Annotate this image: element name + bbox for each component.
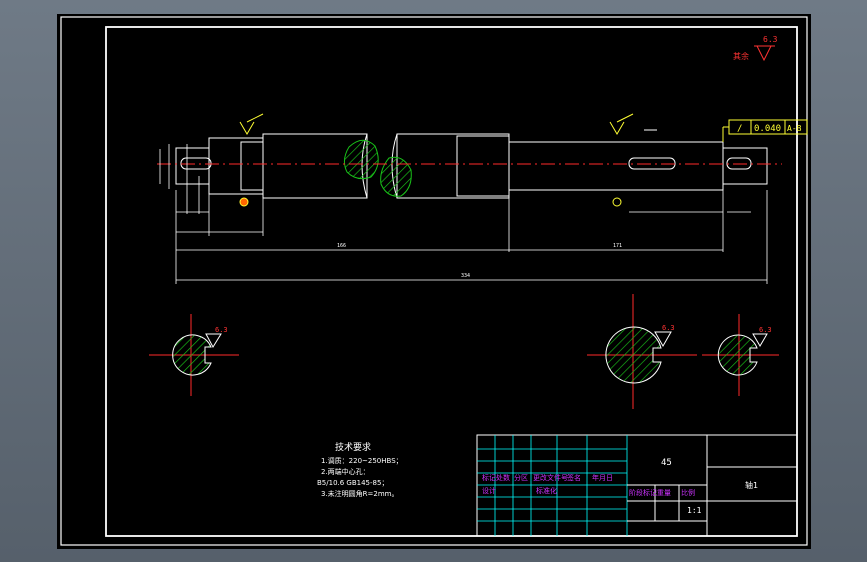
title-block: 标记 处数 分区 更改文件号 签名 年月日 设计 标准化 阶段标记 重量 比例 … xyxy=(476,434,798,537)
datum-a-icon xyxy=(239,197,249,207)
shaft-main-view xyxy=(175,133,768,199)
break-section-right xyxy=(380,156,412,197)
roughness-global-label: 其余 xyxy=(733,51,749,61)
section-left-roughness: 6.3 xyxy=(215,326,228,334)
tolerance-datum: A-B xyxy=(787,124,802,133)
roughness-global-value: 6.3 xyxy=(763,35,778,44)
tolerance-symbol: / xyxy=(737,124,742,134)
right-journal xyxy=(722,147,768,185)
note-line-4: 3.未注明圆角R=2mm。 xyxy=(321,489,399,498)
horizontal-dimensions xyxy=(175,190,768,284)
dim-overall: 334 xyxy=(461,273,470,279)
tolerance-value: 0.040 xyxy=(754,124,781,134)
section-view-left: 6.3 xyxy=(149,314,239,396)
left-bearing-seat xyxy=(240,141,264,191)
note-line-1: 1.调质：220~250HBS； xyxy=(321,456,403,465)
tb-h-standard: 标准化 xyxy=(536,486,557,495)
break-section-left xyxy=(343,139,379,180)
tb-h-date: 年月日 xyxy=(592,473,613,482)
tb-scale-value: 1:1 xyxy=(687,506,702,515)
note-line-2: 2.两端中心孔： xyxy=(321,467,370,476)
cad-drawing-canvas: 其余 6.3 xyxy=(60,16,808,546)
tb-h-scale: 比例 xyxy=(681,488,695,497)
tb-h-doc: 更改文件号 xyxy=(533,473,568,482)
section-middle-roughness: 6.3 xyxy=(662,324,675,332)
left-vertical-dims xyxy=(159,144,200,214)
global-roughness-mark: 其余 6.3 xyxy=(733,35,778,62)
tb-part-name: 轴1 xyxy=(745,480,758,490)
tb-h-count: 处数 xyxy=(496,473,510,482)
left-datum-mark xyxy=(239,113,264,207)
runout-tolerance-frame: / 0.040 A-B xyxy=(722,119,808,142)
right-bearing-seat xyxy=(508,141,724,191)
section-view-right: 6.3 xyxy=(702,314,779,396)
tb-h-zone: 分区 xyxy=(514,473,528,482)
tb-h-weight: 重量 xyxy=(657,489,671,497)
tb-h-stage: 阶段标记 xyxy=(629,488,657,497)
outer-frame xyxy=(60,16,808,546)
note-line-3: B5/10.6 GB145-85； xyxy=(317,479,388,487)
tb-material: 45 xyxy=(661,458,672,468)
right-shoulder xyxy=(456,135,510,197)
technical-notes: 技术要求 1.调质：220~250HBS； 2.两端中心孔： B5/10.6 G… xyxy=(317,441,403,498)
datum-b-icon xyxy=(612,197,622,207)
tb-h-design: 设计 xyxy=(482,486,496,495)
section-right-roughness: 6.3 xyxy=(759,326,772,334)
drawing-viewport: 其余 6.3 xyxy=(57,14,811,549)
section-view-middle: 6.3 xyxy=(587,294,697,409)
right-body xyxy=(396,133,510,199)
right-datum-mark xyxy=(609,113,657,207)
inner-frame xyxy=(105,26,798,537)
tb-h-sign: 签名 xyxy=(567,473,581,482)
roughness-icon xyxy=(754,45,775,62)
dim-right-span: 171 xyxy=(613,243,622,249)
left-step xyxy=(208,137,264,195)
tb-h-mark: 标记 xyxy=(482,473,496,482)
dim-left-span: 166 xyxy=(337,243,346,249)
notes-title: 技术要求 xyxy=(335,441,371,453)
